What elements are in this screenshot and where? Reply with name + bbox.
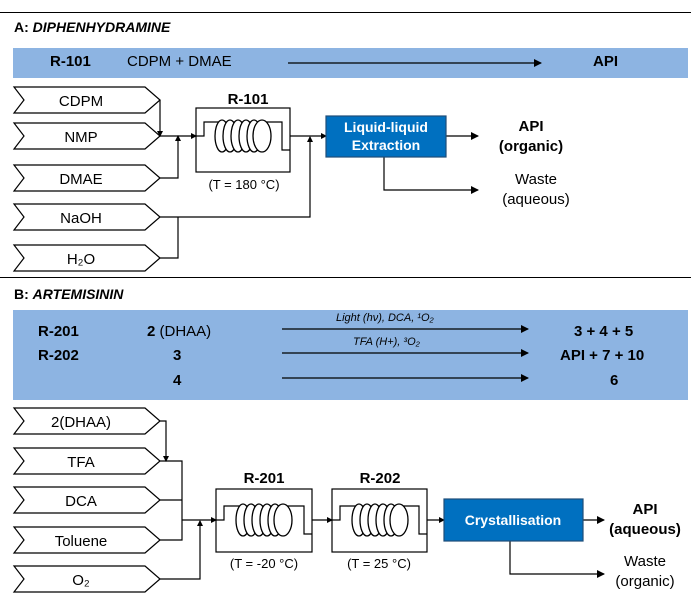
section-b-prefix: B: [14,286,33,302]
b-product-line1: API [632,501,657,518]
band-b-row2-reactor: R-202 [38,347,79,364]
input-tag-naoh: NaOH [12,203,161,231]
band-b-row1-condition: Light (hν), DCA, ¹O₂ [336,312,434,324]
reactor-r101-label: R-101 [228,91,269,108]
input-tag-dca: DCA [12,486,161,514]
input-label-dmae: DMAE [59,171,102,188]
reactor-r101-coil [214,119,272,153]
band-b-row1-reactant-num: 2 [147,323,156,340]
band-a-reactor: R-101 [50,53,91,70]
input-tag-oxygen: O₂ [12,565,161,593]
extraction-label-line2: Extraction [352,137,420,153]
band-b-row2-condition: TFA (H+), ³O₂ [353,336,420,348]
section-b-title: B: ARTEMISININ [14,286,123,302]
section-a-piping [157,100,479,259]
a-waste-line1: Waste [515,171,557,188]
input-label-dhaa: 2(DHAA) [51,414,111,431]
band-a-product: API [593,53,619,70]
a-waste-line2: (aqueous) [502,191,570,208]
a-product-line2: (organic) [499,138,563,155]
band-a-reaction: CDPM + DMAE [127,53,232,70]
band-b-row2-product: API + 7 + 10 [560,347,645,364]
section-a-top-divider [0,12,691,13]
section-divider [0,277,691,278]
reactor-r202-temp: (T = 25 °C) [347,556,411,571]
band-b-row1-reactant-name: (DHAA) [155,323,212,340]
reactor-r201-label: R-201 [244,470,285,487]
input-label-dca: DCA [65,493,97,510]
band-b-row1-product: 3 + 4 + 5 [574,323,634,340]
band-b-row3-product: 6 [610,372,619,389]
section-a-title: A: DIPHENHYDRAMINE [14,19,170,35]
input-label-toluene: Toluene [55,533,108,550]
section-a-prefix: A: [14,19,33,35]
unit-liquid-liquid-extraction [325,115,447,158]
input-tag-tfa: TFA [12,447,161,475]
a-product-line1: API [518,118,543,135]
input-tag-toluene: Toluene [12,526,161,554]
input-tag-nmp: NMP [12,122,161,150]
band-b-row2-reactant: 3 [173,347,182,364]
b-waste-line1: Waste [624,553,666,570]
input-tag-dmae: DMAE [12,164,161,192]
section-a-name: DIPHENHYDRAMINE [32,19,171,35]
b-waste-line2: (organic) [615,573,674,590]
b-product-line2: (aqueous) [609,521,681,538]
input-label-nmp: NMP [64,129,97,146]
crystallisation-label: Crystallisation [465,512,561,528]
band-b-row1-reactant: 2 (DHAA) [147,323,211,340]
input-tag-water: H₂O [12,244,161,272]
section-b-reaction-band [13,310,688,400]
unit-crystallisation [443,498,584,542]
reactor-r101-temp: (T = 180 °C) [208,177,279,192]
reactor-r202-coil [351,503,409,537]
reactor-r202-label: R-202 [360,470,401,487]
band-b-row1-reactor: R-201 [38,323,79,340]
input-tag-dhaa: 2(DHAA) [12,407,161,435]
input-label-cdpm: CDPM [59,93,103,110]
band-b-row3-reactant: 4 [173,372,182,389]
section-b-piping [160,420,605,580]
input-label-tfa: TFA [67,454,95,471]
extraction-label-line1: Liquid-liquid [344,119,428,135]
input-label-water: H₂O [67,251,95,268]
input-label-naoh: NaOH [60,210,102,227]
reactor-r201-temp: (T = -20 °C) [230,556,298,571]
reactor-r201-coil [235,503,293,537]
section-b-name: ARTEMISININ [32,286,124,302]
input-label-oxygen: O₂ [72,572,90,589]
input-tag-cdpm: CDPM [12,86,161,114]
